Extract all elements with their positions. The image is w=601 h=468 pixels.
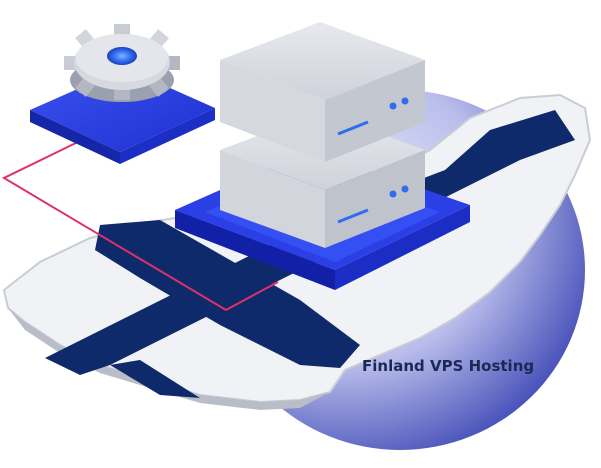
caption-title: Finland VPS Hosting: [362, 357, 535, 375]
power-led-icon: [401, 97, 409, 105]
gear-icon: [64, 24, 180, 102]
power-led-icon: [401, 185, 409, 193]
connector-line: [1, 139, 279, 312]
server-slot: [337, 120, 369, 136]
power-led-icon: [389, 190, 397, 198]
server-slot: [337, 208, 369, 224]
server-top: [220, 22, 425, 162]
power-led-icon: [389, 102, 397, 110]
